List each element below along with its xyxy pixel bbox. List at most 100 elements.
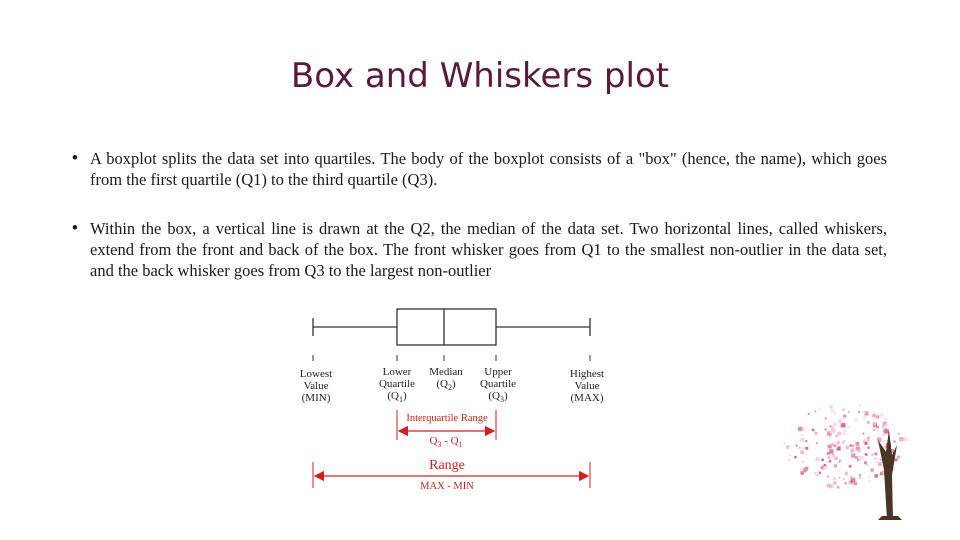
blossom-petal: [818, 408, 821, 411]
blossom-petal: [894, 458, 898, 462]
blossom-petal: [811, 428, 815, 432]
blossom-petal: [857, 458, 861, 462]
svg-text:(Q2): (Q2): [436, 378, 456, 392]
blossom-petal: [859, 476, 861, 479]
blossom-petal: [786, 445, 790, 449]
blossom-petal: [827, 475, 829, 478]
blossom-petal: [838, 477, 841, 479]
svg-text:Upper: Upper: [484, 366, 512, 378]
blossom-petal: [867, 446, 870, 449]
blossom-petal: [874, 474, 879, 478]
blossom-petal: [843, 440, 846, 443]
blossom-petal: [876, 442, 879, 445]
blossom-petal: [891, 424, 893, 426]
blossom-petal: [837, 419, 842, 424]
blossom-petal: [837, 431, 841, 436]
blossom-petal: [854, 418, 858, 422]
slide-title: Box and Whiskers plot: [290, 56, 670, 96]
blossom-petal: [823, 464, 826, 466]
blossom-petal: [800, 450, 804, 454]
blossom-petal: [867, 421, 870, 424]
blossom-petal: [868, 475, 871, 479]
blossom-petal: [864, 461, 867, 465]
blossom-petal: [881, 470, 886, 475]
blossom-petal: [832, 421, 837, 426]
blossom-petal: [844, 471, 848, 475]
blossom-petal: [862, 410, 867, 415]
blossom-petal: [823, 464, 828, 470]
blossom-petal: [893, 440, 896, 443]
blossom-petal: [852, 445, 854, 447]
range-annotation: Range MAX - MIN: [312, 458, 591, 492]
blossom-petal: [821, 458, 824, 461]
bullet-text: Within the box, a vertical line is drawn…: [90, 219, 887, 280]
blossom-petal: [841, 442, 844, 444]
boxplot: [312, 308, 591, 346]
blossom-petal: [836, 440, 840, 445]
svg-text:(MIN): (MIN): [302, 392, 331, 404]
blossom-petal: [800, 437, 805, 442]
blossom-petal: [839, 459, 842, 462]
blossom-petal: [835, 435, 838, 437]
blossom-petal: [858, 474, 862, 477]
blossom-petal: [853, 481, 858, 486]
blossom-petal: [852, 483, 855, 485]
blossom-petal: [897, 455, 900, 459]
blossom-petal: [879, 413, 884, 417]
blossom-petal: [859, 455, 864, 460]
blossom-petal: [829, 449, 834, 454]
blossom-petal: [866, 464, 869, 466]
blossom-petal: [827, 456, 831, 459]
blossom-petal: [826, 484, 831, 488]
label-min: Lowest Value (MIN): [300, 368, 332, 404]
blossom-petal: [864, 411, 869, 416]
blossom-petal: [903, 437, 908, 442]
blossom-petal: [880, 471, 884, 475]
blossom-petal: [843, 414, 847, 418]
bullet-text: A boxplot splits the data set into quart…: [90, 149, 887, 189]
blossom-petal: [820, 465, 825, 470]
blossom-petal: [899, 437, 904, 442]
blossom-petal: [856, 449, 860, 453]
blossom-petal: [835, 442, 839, 446]
blossom-petal: [868, 480, 871, 483]
iqr-annotation: Interquartile Range Q3 - Q1: [396, 410, 497, 449]
blossom-petal: [864, 453, 868, 456]
blossom-petal: [863, 437, 867, 442]
blossom-petal: [882, 432, 887, 437]
blossom-petal: [827, 431, 832, 436]
blossom-petal: [833, 481, 837, 485]
blossom-petal: [829, 405, 833, 409]
blossom-petal: [876, 461, 879, 464]
svg-text:(MAX): (MAX): [571, 392, 604, 404]
blossom-petal: [867, 439, 870, 442]
blossom-petal: [824, 417, 827, 420]
blossom-petal: [859, 450, 862, 453]
blossom-petal: [814, 410, 817, 413]
blossom-petal: [863, 416, 866, 419]
blossom-petal: [834, 464, 838, 468]
blossom-petal: [797, 426, 803, 432]
blossom-petal: [842, 408, 845, 411]
blossom-petal: [815, 457, 820, 462]
blossom-petal: [858, 410, 861, 414]
blossom-petal: [851, 478, 856, 483]
blossom-petal: [870, 468, 874, 472]
quartile-box: [396, 308, 497, 346]
blossom-petal: [850, 480, 854, 484]
blossom-petal: [857, 459, 859, 461]
blossom-petal: [843, 478, 845, 480]
blossom-petal: [828, 435, 831, 438]
blossom-petal: [876, 425, 879, 428]
blossom-petal: [836, 485, 840, 489]
blossom-petal: [832, 477, 836, 481]
svg-text:(Q3): (Q3): [488, 390, 508, 404]
blossom-petal: [846, 446, 850, 450]
blossom-petal: [804, 466, 809, 471]
blossom-petal: [849, 444, 852, 447]
blossom-petal: [859, 404, 862, 407]
svg-text:Highest: Highest: [570, 368, 604, 380]
blossom-petal: [829, 425, 832, 428]
label-q1: Lower Quartile (Q1): [379, 366, 415, 404]
